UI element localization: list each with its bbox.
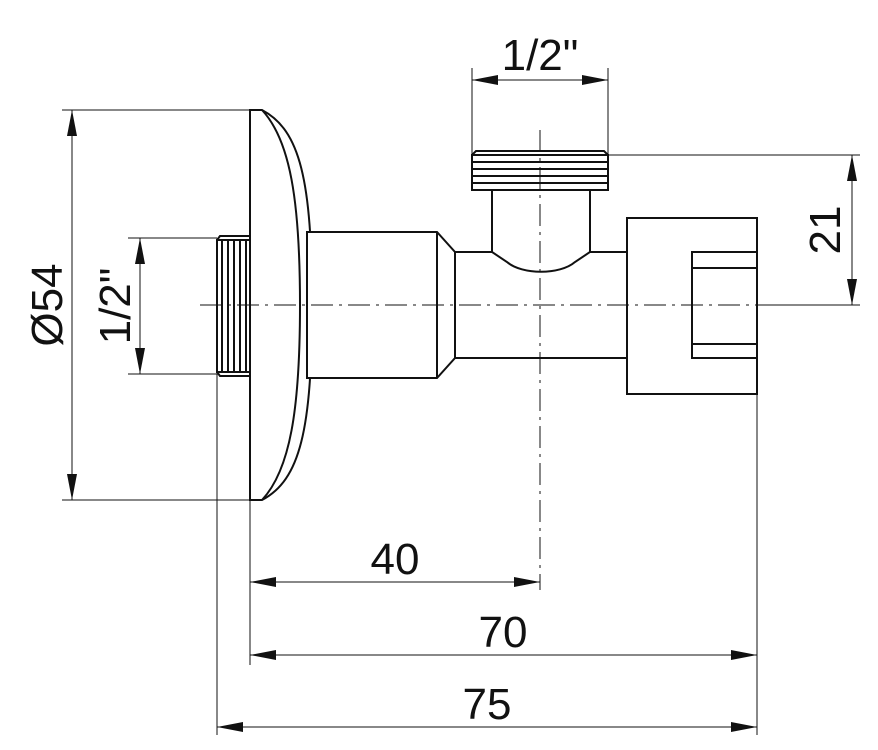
dim-70 [250, 650, 757, 660]
dim-top-thread [472, 75, 608, 85]
label-21: 21 [801, 206, 850, 255]
left-thread-ridges [216, 235, 250, 377]
valve-body [216, 109, 758, 501]
label-left-thread: 1/2" [91, 268, 140, 345]
dim-40 [250, 577, 540, 587]
label-top-thread: 1/2" [502, 31, 579, 80]
dim-diameter [67, 110, 77, 500]
label-70: 70 [479, 608, 528, 657]
flange-inner-edge [261, 109, 302, 501]
extension-lines [62, 68, 860, 735]
dim-left-thread [135, 238, 145, 374]
label-diameter: Ø54 [23, 263, 72, 346]
label-75: 75 [463, 680, 512, 729]
label-40: 40 [371, 535, 420, 584]
center-lines [200, 130, 780, 590]
dim-75 [217, 722, 757, 732]
vertical-neck [491, 189, 591, 273]
dim-21 [847, 155, 857, 305]
